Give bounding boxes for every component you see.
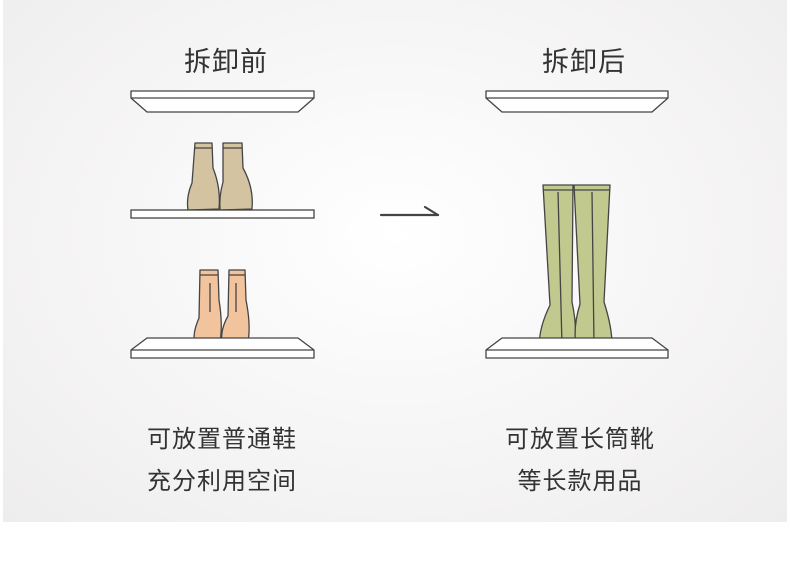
after-caption: 可放置长筒靴 等长款用品 — [450, 418, 710, 502]
before-caption-line1: 可放置普通鞋 — [147, 425, 297, 453]
after-title: 拆卸后 — [542, 47, 626, 78]
background-panel — [3, 0, 787, 522]
middle-shelf-before — [130, 209, 315, 219]
ankle-boots — [186, 142, 253, 211]
before-caption: 可放置普通鞋 充分利用空间 — [92, 418, 352, 502]
after-caption-line1: 可放置长筒靴 — [505, 425, 655, 453]
short-boots — [193, 269, 250, 344]
top-shelf-after — [485, 90, 669, 113]
right-arrow-icon — [379, 205, 440, 217]
tall-boots — [538, 184, 613, 351]
top-shelf-before — [130, 90, 315, 113]
bottom-shelf-after — [485, 337, 669, 359]
before-caption-line2: 充分利用空间 — [147, 467, 297, 495]
before-title: 拆卸前 — [184, 47, 268, 78]
bottom-shelf-before — [130, 337, 315, 359]
after-caption-line2: 等长款用品 — [517, 467, 643, 495]
